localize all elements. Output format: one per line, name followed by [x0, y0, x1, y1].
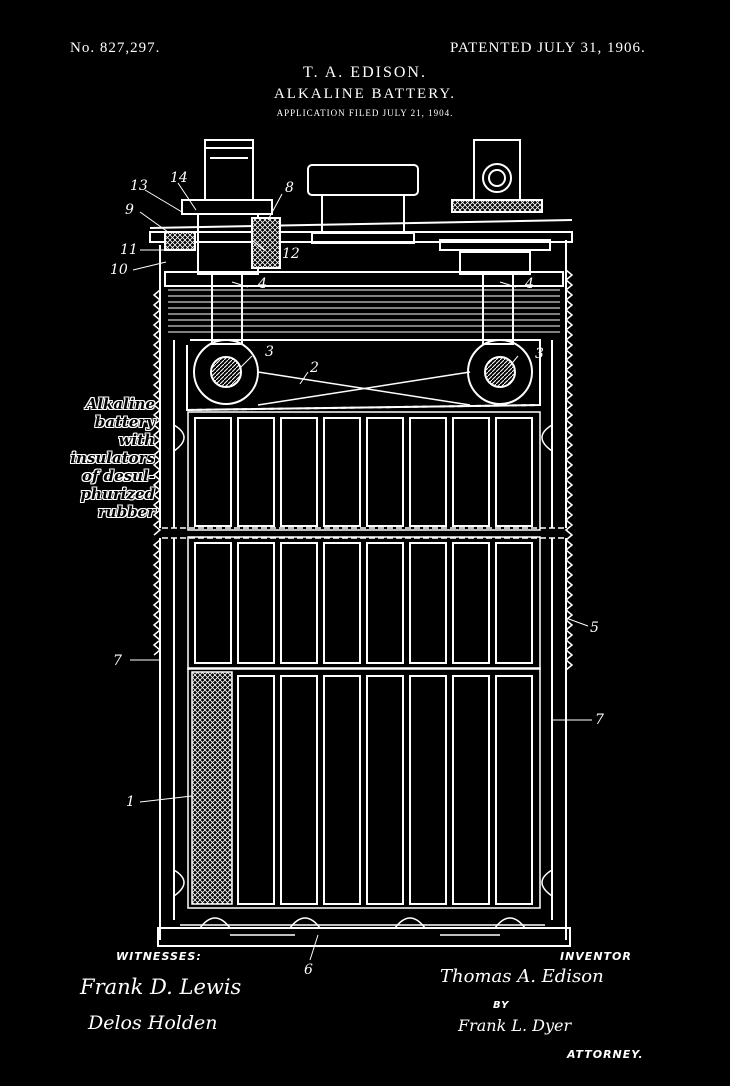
horizontal-hatch-band	[168, 290, 560, 332]
witness-signature-1: Frank D. Lewis	[80, 975, 241, 999]
ref-9: 9	[125, 202, 134, 218]
ref-7-right: 7	[595, 712, 604, 728]
ref-2: 2	[309, 360, 319, 376]
witnesses-label: WITNESSES:	[116, 950, 202, 963]
ref-12: 12	[282, 246, 300, 262]
battery-plate	[238, 418, 274, 526]
battery-plate	[324, 676, 360, 904]
cross-bars	[258, 372, 470, 405]
witness-signature-2: Delos Holden	[88, 1012, 218, 1034]
alkaline-battery-note: Alkaline battery with insulators of desu…	[30, 395, 155, 521]
battery-plate	[281, 676, 317, 904]
battery-plate	[281, 543, 317, 663]
attorney-label: ATTORNEY.	[567, 1048, 644, 1061]
note-line: of desul-	[30, 467, 155, 485]
reference-numerals: 13 14 9 8 11 12 10 4 4 3 3 2 5 7 7 1 6	[110, 170, 604, 978]
ref-5: 5	[590, 620, 599, 636]
inventor-label: INVENTOR	[560, 950, 632, 963]
battery-plate	[410, 543, 446, 663]
ref-3-right: 3	[535, 346, 544, 362]
battery-plates	[188, 412, 540, 908]
battery-plate	[281, 418, 317, 526]
ref-4-right: 4	[524, 276, 534, 292]
battery-plate	[496, 543, 532, 663]
positive-grid-plate	[192, 672, 232, 904]
bottom-ribs	[200, 918, 525, 928]
battery-plate	[496, 676, 532, 904]
battery-plate	[367, 676, 403, 904]
note-line: with	[30, 431, 155, 449]
ref-10: 10	[110, 262, 128, 278]
battery-plate	[496, 418, 532, 526]
ref-14: 14	[170, 170, 188, 186]
battery-plate	[453, 543, 489, 663]
battery-plate	[195, 418, 231, 526]
note-line: Alkaline	[30, 395, 155, 413]
note-line: rubber	[30, 503, 155, 521]
ref-3-left: 3	[265, 344, 274, 360]
battery-plate	[410, 418, 446, 526]
attorney-signature: Frank L. Dyer	[458, 1016, 571, 1035]
by-label: BY	[493, 1000, 509, 1011]
battery-plate	[238, 676, 274, 904]
battery-plate	[410, 676, 446, 904]
battery-plate	[367, 543, 403, 663]
ref-8: 8	[285, 180, 294, 196]
lid	[150, 220, 572, 228]
battery-plate	[324, 543, 360, 663]
note-line: battery	[30, 413, 155, 431]
ref-4-left: 4	[257, 276, 267, 292]
ref-1: 1	[126, 794, 135, 810]
battery-plate	[195, 543, 231, 663]
battery-plate	[238, 543, 274, 663]
ref-6: 6	[304, 962, 313, 978]
ref-7-left: 7	[113, 653, 122, 669]
inventor-signature: Thomas A. Edison	[440, 966, 604, 987]
bottom-tray	[180, 925, 545, 935]
note-line: phurized	[30, 485, 155, 503]
ref-11: 11	[120, 242, 138, 258]
battery-plate	[453, 676, 489, 904]
battery-plate	[453, 418, 489, 526]
ref-13: 13	[130, 178, 148, 194]
battery-plate	[324, 418, 360, 526]
plate-frame	[188, 668, 540, 908]
plate-frame	[188, 412, 540, 530]
plate-frame	[188, 537, 540, 669]
battery-plate	[367, 418, 403, 526]
note-line: insulators	[30, 449, 155, 467]
can-bottom	[158, 928, 570, 946]
